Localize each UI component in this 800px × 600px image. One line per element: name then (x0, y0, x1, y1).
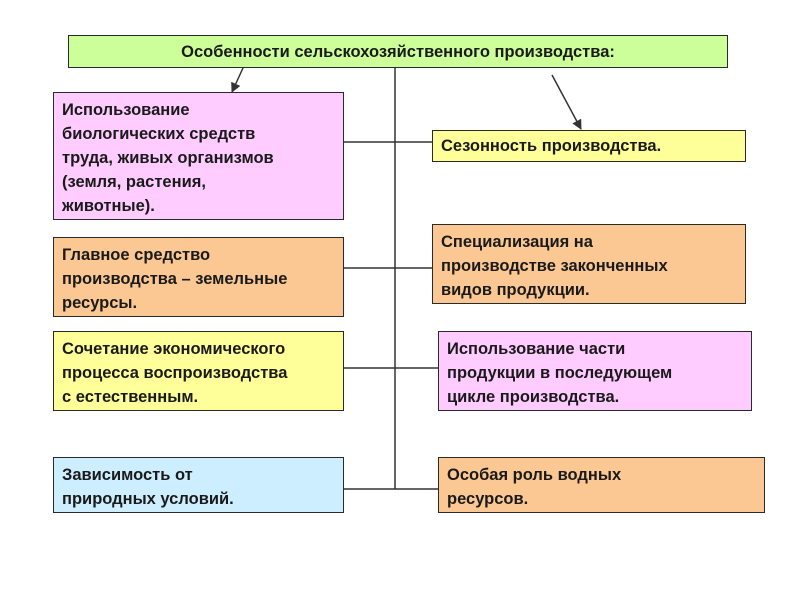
arrow-to-left-box (231, 67, 244, 93)
feature-box-biological-means: Использование биологических средств труд… (53, 92, 344, 220)
feature-box-specialization: Специализация на производстве законченны… (432, 224, 746, 304)
feature-box-economic-natural-process: Сочетание экономического процесса воспро… (53, 331, 344, 411)
arrow-to-right-box (551, 74, 582, 130)
feature-box-product-reuse: Использование части продукции в последую… (438, 331, 752, 411)
diagram-title-box: Особенности сельскохозяйственного произв… (68, 35, 728, 68)
feature-box-land-resources: Главное средство производства – земельны… (53, 237, 344, 317)
feature-box-seasonality: Сезонность производства. (432, 130, 746, 162)
feature-box-natural-conditions: Зависимость от природных условий. (53, 457, 344, 513)
feature-box-water-resources: Особая роль водных ресурсов. (438, 457, 765, 513)
